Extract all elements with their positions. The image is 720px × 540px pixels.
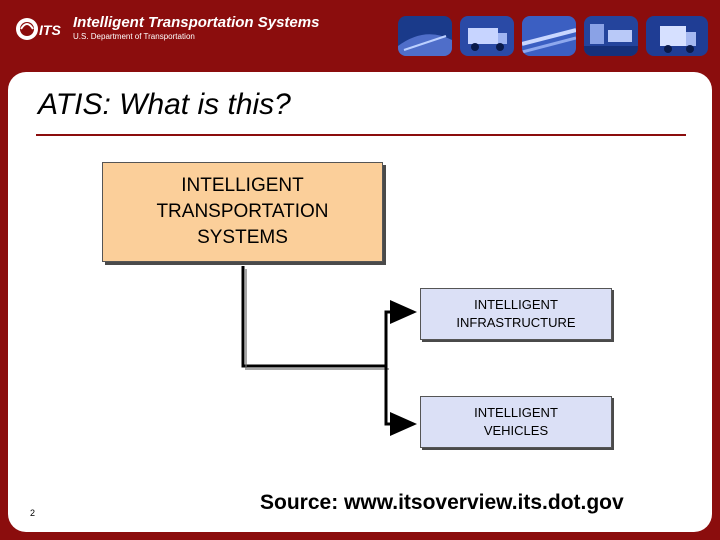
root-line-2: TRANSPORTATION bbox=[156, 201, 329, 222]
connector-branch-vehicles bbox=[384, 366, 417, 436]
truck-photo bbox=[460, 16, 514, 56]
infrastructure-line-2: INFRASTRUCTURE bbox=[456, 315, 576, 330]
header-banner: ITS Intelligent Transportation Systems U… bbox=[0, 0, 720, 62]
source-citation: Source: www.itsoverview.its.dot.gov bbox=[260, 491, 624, 514]
vehicles-photo bbox=[584, 16, 638, 56]
root-line-1: INTELLIGENT bbox=[181, 175, 304, 196]
vehicles-box: INTELLIGENT VEHICLES bbox=[420, 396, 612, 448]
traffic-photo bbox=[522, 16, 576, 56]
root-line-3: SYSTEMS bbox=[197, 227, 288, 248]
page-number: 2 bbox=[30, 508, 36, 518]
connector-trunk bbox=[241, 266, 389, 370]
slide-title: ATIS: What is this? bbox=[38, 88, 291, 121]
logo-text: ITS bbox=[39, 22, 61, 38]
infrastructure-line-1: INTELLIGENT bbox=[474, 297, 558, 312]
highway-photo bbox=[398, 16, 452, 56]
infrastructure-box: INTELLIGENT INFRASTRUCTURE bbox=[420, 288, 612, 340]
vehicles-line-1: INTELLIGENT bbox=[474, 405, 558, 420]
connector-branch-infrastructure bbox=[384, 300, 417, 366]
brand-title: Intelligent Transportation Systems bbox=[73, 14, 320, 31]
its-root-box: INTELLIGENT TRANSPORTATION SYSTEMS bbox=[102, 162, 383, 262]
vehicles-line-2: VEHICLES bbox=[483, 423, 549, 438]
title-divider bbox=[36, 134, 686, 136]
brand-subtitle: U.S. Department of Transportation bbox=[73, 32, 195, 41]
truck-photo bbox=[646, 16, 708, 56]
its-logo: ITS bbox=[16, 18, 61, 40]
